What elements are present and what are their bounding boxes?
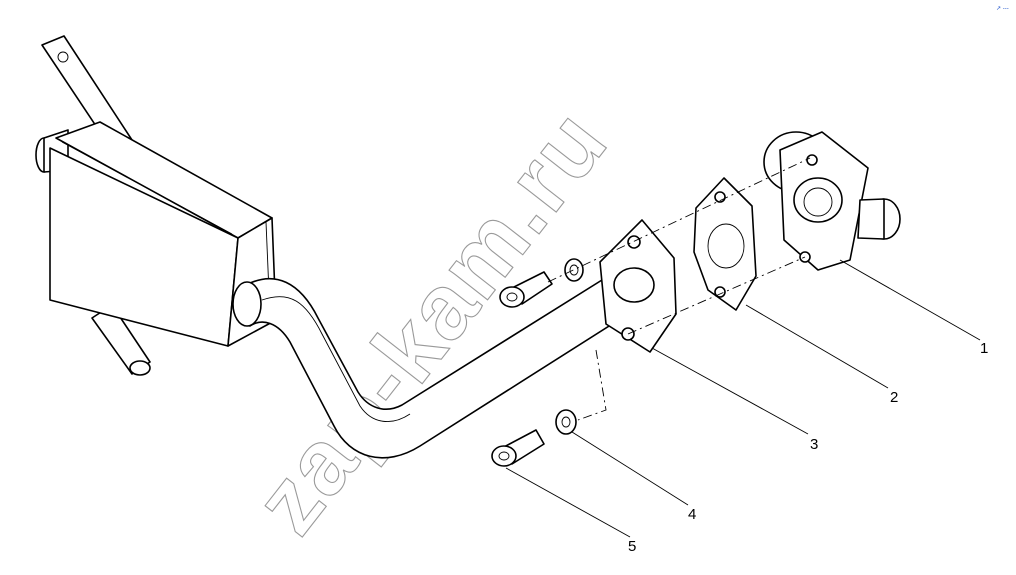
upper-bolt	[499, 271, 553, 308]
callout-3: 3	[810, 436, 818, 453]
gasket	[693, 177, 757, 311]
leader-lines	[505, 259, 981, 538]
assembly-axis-lines	[547, 157, 811, 421]
pipe-flange	[599, 219, 677, 353]
callout-2: 2	[890, 389, 898, 406]
corner-mark: ↗ ---	[996, 6, 1009, 12]
callout-1: 1	[980, 340, 988, 357]
outlet-housing	[763, 131, 901, 271]
callout-4: 4	[688, 506, 696, 523]
callout-5: 5	[628, 538, 636, 555]
upper-washer	[564, 258, 584, 282]
lower-washer	[555, 409, 577, 435]
lower-bolt	[491, 429, 545, 467]
